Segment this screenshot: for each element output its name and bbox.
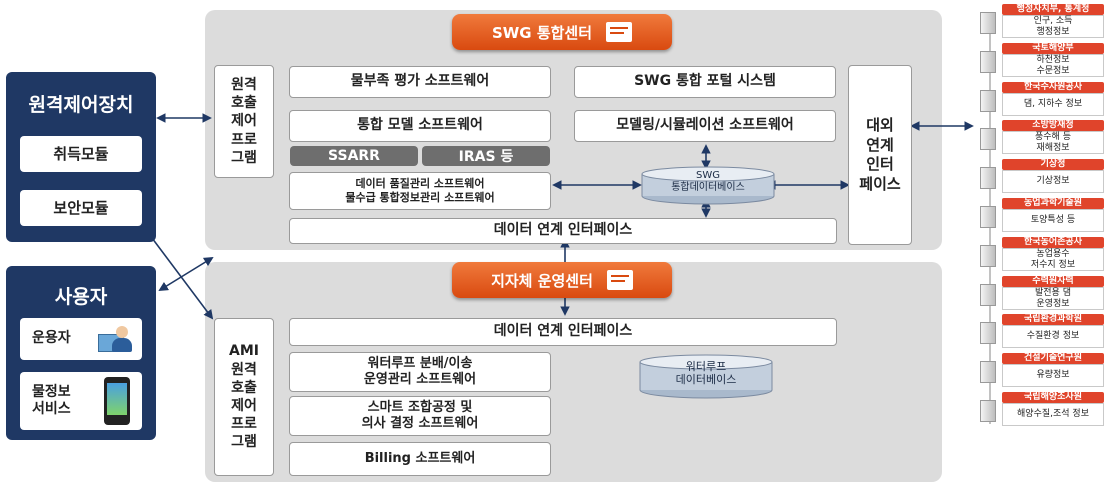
smartphone-icon [104, 377, 130, 425]
swg-database [641, 166, 775, 205]
org-info: 풍수해 등 재해정보 [1002, 131, 1104, 154]
billing-sw: Billing 소프트웨어 [289, 442, 551, 476]
org-info: 기상정보 [1002, 170, 1104, 193]
swg-data-interface: 데이터 연계 인터페이스 [289, 218, 837, 244]
org-name: 한국수자원공사 [1002, 82, 1104, 93]
remote-device-title: 원격제어장치 [28, 94, 134, 116]
modeling-simulation-sw: 모델링/시뮬레이션 소프트웨어 [574, 110, 836, 142]
waterloop-database [639, 354, 773, 399]
server-icon [980, 245, 996, 267]
org-name: 국립해양조사원 [1002, 392, 1104, 403]
org-info: 댐, 지하수 정보 [1002, 93, 1104, 116]
ami-remote-program: AMI 원격 호출 제어 프로 그램 [214, 318, 274, 476]
smart-decision-sw: 스마트 조합공정 및 의사 결정 소프트웨어 [289, 396, 551, 436]
integrated-model-sw: 통합 모델 소프트웨어 [289, 110, 551, 142]
server-icon [980, 167, 996, 189]
org-name: 국토해양부 [1002, 43, 1104, 54]
operator-label: 운용자 [32, 330, 71, 347]
swg-center-title-text: SWG 통합센터 [491, 23, 593, 42]
org-name: 수력원자력 [1002, 276, 1104, 287]
operator-computer-icon [98, 324, 134, 354]
server-icon [980, 322, 996, 344]
org-info: 토양특성 등 [1002, 209, 1104, 232]
security-module: 보안모듈 [20, 190, 142, 226]
org-info: 수질환경 정보 [1002, 325, 1104, 348]
org-info: 인구, 소득 행정정보 [1002, 15, 1104, 38]
org-info: 농업용수 저수지 정보 [1002, 248, 1104, 271]
org-info: 하천정보 수문정보 [1002, 54, 1104, 77]
swg-database-label: SWG 통합데이터베이스 [671, 170, 745, 193]
server-icon [980, 12, 996, 34]
org-name: 소방방재청 [1002, 120, 1104, 131]
server-icon [980, 51, 996, 73]
water-info-service-label: 물정보 서비스 [32, 383, 71, 418]
server-icon [980, 361, 996, 383]
water-info-service-box: 물정보 서비스 [20, 372, 142, 430]
org-name: 한국농어촌공사 [1002, 237, 1104, 248]
iras-box: IRAS 등 [422, 146, 550, 166]
local-center-title: 지자체 운영센터 [452, 262, 672, 298]
document-pen-icon [606, 270, 633, 290]
server-icon [980, 128, 996, 150]
server-icon [980, 284, 996, 306]
org-name: 행정자치부, 통계청 [1002, 4, 1104, 15]
server-icon [980, 400, 996, 422]
local-center-title-text: 지자체 운영센터 [491, 271, 593, 290]
org-info: 유량정보 [1002, 364, 1104, 387]
swg-center-title: SWG 통합센터 [452, 14, 672, 50]
local-data-interface: 데이터 연계 인터페이스 [289, 318, 837, 346]
data-quality-sw: 데이터 품질관리 소프트웨어 물수급 통합정보관리 소프트웨어 [289, 172, 551, 210]
waterloop-sw: 워터루프 분배/이송 운영관리 소프트웨어 [289, 352, 551, 392]
org-name: 농업과학기술원 [1002, 198, 1104, 209]
document-pen-icon [606, 22, 633, 42]
org-name: 기상청 [1002, 159, 1104, 170]
org-name: 건설기술연구원 [1002, 353, 1104, 364]
external-interface: 대외 연계 인터 페이스 [848, 65, 912, 245]
server-icon [980, 206, 996, 228]
acquisition-module: 취득모듈 [20, 136, 142, 172]
server-icon [980, 90, 996, 112]
org-info: 발전용 댐 운영정보 [1002, 287, 1104, 310]
waterloop-database-label: 워터루프 데이터베이스 [675, 360, 737, 386]
org-info: 해양수질,조석 정보 [1002, 403, 1104, 426]
user-title: 사용자 [54, 286, 108, 308]
ssarr-box: SSARR [290, 146, 418, 166]
operator-box: 운용자 [20, 318, 142, 360]
swg-portal-system: SWG 통합 포털 시스템 [574, 66, 836, 98]
remote-call-program: 원격 호출 제어 프로 그램 [214, 65, 274, 178]
water-shortage-sw: 물부족 평가 소프트웨어 [289, 66, 551, 98]
org-name: 국립환경과학원 [1002, 314, 1104, 325]
